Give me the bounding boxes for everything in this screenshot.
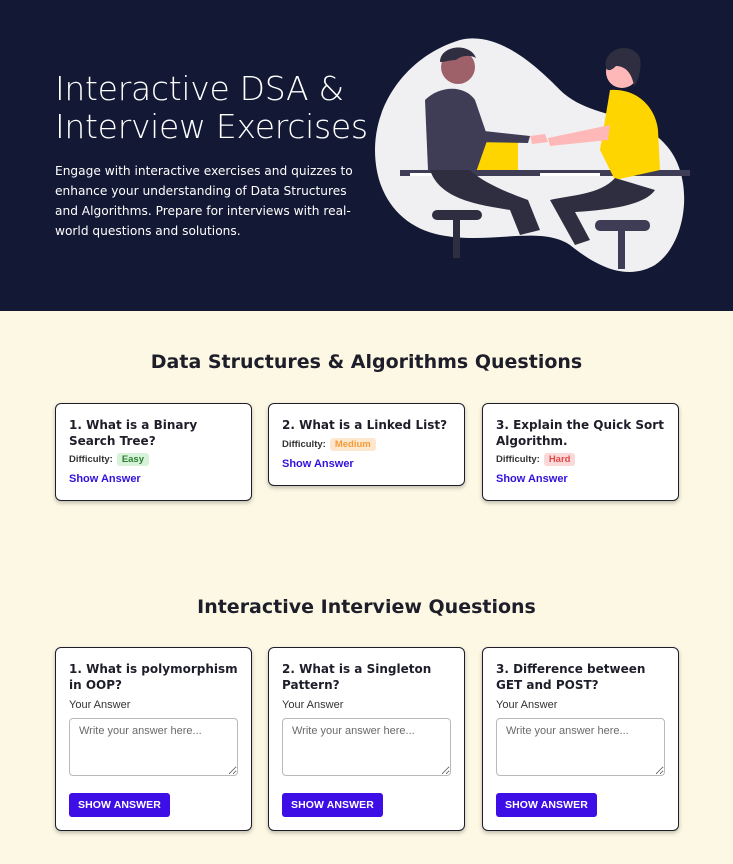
difficulty-label: Difficulty: (282, 438, 326, 450)
answer-textarea[interactable] (282, 718, 451, 776)
answer-label: Your Answer (282, 699, 344, 711)
difficulty-row: Difficulty: Medium (282, 437, 451, 451)
question-title: 3. Difference between GET and POST? (496, 662, 646, 692)
show-answer-button[interactable]: Show Answer (282, 793, 383, 817)
answer-textarea[interactable] (69, 718, 238, 776)
difficulty-row: Difficulty: Hard (496, 453, 665, 466)
answer-textarea[interactable] (496, 718, 665, 776)
show-answer-link[interactable]: Show Answer (282, 457, 354, 470)
question-title: 1. What is a Binary Search Tree? (69, 418, 198, 448)
question-title: 2. What is a Singleton Pattern? (282, 662, 432, 692)
interview-card: 2. What is a Singleton Pattern? Your Ans… (268, 647, 465, 831)
interview-card: 1. What is polymorphism in OOP? Your Ans… (55, 647, 252, 831)
answer-label: Your Answer (496, 699, 558, 711)
difficulty-row: Difficulty: Easy (69, 453, 238, 466)
hero-illustration (375, 38, 690, 272)
interview-section-title: Interactive Interview Questions (197, 596, 536, 618)
difficulty-label: Difficulty: (496, 454, 540, 465)
show-answer-link[interactable]: Show Answer (69, 473, 141, 485)
difficulty-label: Difficulty: (69, 454, 113, 465)
question-title: 1. What is polymorphism in OOP? (69, 662, 238, 692)
difficulty-badge: Medium (329, 437, 376, 451)
hero-title: Interactive DSA & Interview Exercises (55, 69, 368, 146)
hero-subtitle: Engage with interactive exercises and qu… (55, 164, 353, 238)
difficulty-badge: Hard (543, 453, 576, 466)
dsa-section-title: Data Structures & Algorithms Questions (150, 351, 583, 373)
dsa-card: 1. What is a Binary Search Tree? Difficu… (55, 403, 252, 501)
interview-card: 3. Difference between GET and POST? Your… (482, 647, 679, 831)
question-title: 3. Explain the Quick Sort Algorithm. (496, 418, 664, 448)
show-answer-link[interactable]: Show Answer (496, 473, 568, 485)
difficulty-badge: Easy (116, 453, 149, 466)
question-title: 2. What is a Linked List? (282, 418, 448, 432)
hero-section: Interactive DSA & Interview Exercises En… (0, 0, 733, 311)
show-answer-button[interactable]: Show Answer (496, 793, 597, 817)
dsa-card: 3. Explain the Quick Sort Algorithm. Dif… (482, 403, 679, 501)
show-answer-button[interactable]: Show Answer (69, 793, 170, 817)
answer-label: Your Answer (69, 699, 131, 711)
dsa-card: 2. What is a Linked List? Difficulty: Me… (268, 403, 465, 486)
